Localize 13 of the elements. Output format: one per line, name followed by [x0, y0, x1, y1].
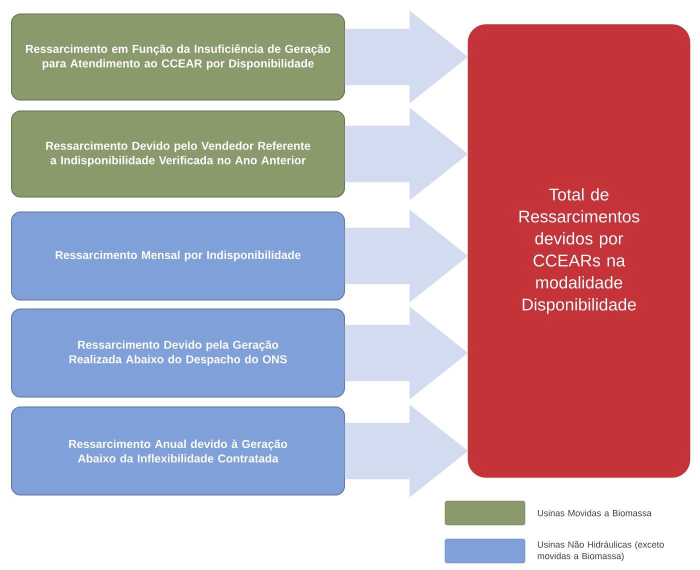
- total-box: Total de Ressarcimentos devidos por CCEARs na modalidade Disponibilidade: [468, 24, 690, 478]
- arrow: [344, 210, 468, 302]
- arrow: [344, 108, 468, 200]
- category-box: Ressarcimento em Função da Insuficiência de Geração para Atendimento ao CCEAR por Disponibilidade: [11, 14, 345, 100]
- arrow: [344, 404, 468, 498]
- legend-label: Usinas Movidas a Biomassa: [538, 510, 652, 516]
- category-box: Ressarcimento Anual devido à Geração Abaixo da Inflexibilidade Contratada: [11, 406, 345, 496]
- arrow: [344, 10, 468, 104]
- arrow: [344, 306, 468, 400]
- category-box: Ressarcimento Devido pelo Vendedor Referente a Indisponibilidade Verificada no Ano Anterior: [11, 110, 345, 198]
- category-box: Ressarcimento Devido pela Geração Realizada Abaixo do Despacho do ONS: [11, 308, 345, 398]
- legend-label: Usinas Não Hidráulicas (exceto movidas a Biomassa): [538, 541, 664, 561]
- category-box: Ressarcimento Mensal por Indisponibilidade: [11, 212, 345, 300]
